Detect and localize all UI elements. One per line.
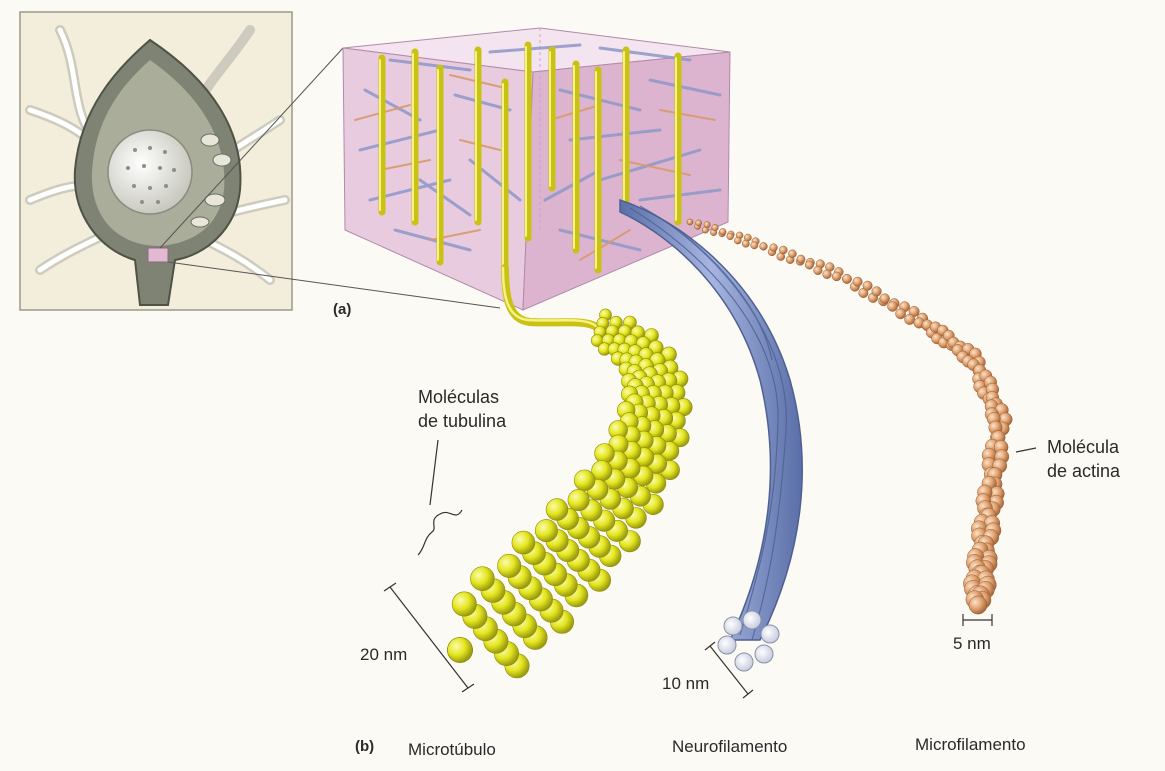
microtubule-stem (501, 264, 604, 334)
tubulin-bead (545, 498, 569, 521)
actin-bead (862, 280, 873, 291)
microtubule-name: Microtúbulo (408, 740, 496, 759)
panel-b-label: (b) (355, 738, 375, 755)
actin-bead (711, 224, 719, 232)
scale-bar-10nm (709, 645, 749, 695)
tubulin-molecules-label: Moléculas de tubulina (418, 385, 506, 433)
scale-marks (383, 439, 1037, 699)
tubulin-bead (534, 519, 558, 543)
tubulin-bead (573, 469, 596, 491)
tubulin-bead (567, 489, 590, 512)
actin-bead (769, 243, 778, 252)
cube-microtubule-rods (378, 41, 682, 274)
actin-bead (741, 239, 750, 248)
microfilament-actin-chain (686, 218, 1013, 615)
actin-bead (968, 595, 988, 615)
actin-bead (750, 241, 759, 250)
tubulin-bead (447, 637, 473, 663)
actin-bead (796, 254, 806, 264)
neurofilament-name: Neurofilamento (672, 737, 788, 756)
tubulin-label-line2: de tubulina (418, 411, 507, 431)
actin-bead (703, 221, 711, 229)
actin-bead (904, 313, 916, 325)
tubulin-label-line1: Moléculas (418, 387, 500, 407)
actin-bead (871, 286, 882, 297)
actin-pointer (1015, 447, 1037, 453)
tubulin-bead (594, 443, 615, 464)
actin-bead (734, 236, 742, 245)
actin-bead (813, 265, 823, 275)
actin-bead (686, 218, 694, 226)
actin-bead (726, 232, 734, 241)
actin-bead (719, 228, 727, 236)
actin-molecule-label: Molécula de actina (1047, 435, 1120, 483)
scale-label-20nm: 20 nm (360, 645, 408, 664)
actin-bead (842, 273, 852, 284)
tubulin-bead (451, 591, 477, 617)
zoom-lines (159, 47, 501, 309)
neuron-inset (19, 11, 293, 311)
scale-label-10nm: 10 nm (662, 674, 710, 693)
neurofilament-cross-section (717, 610, 780, 672)
actin-bead (895, 308, 906, 320)
tubulin-bead (497, 553, 522, 578)
scale-bar-20nm (389, 586, 469, 689)
actin-bead (852, 276, 863, 287)
tubulin-bead (511, 530, 536, 555)
inset-highlight (147, 247, 169, 263)
microtubule-tubulin-cylinder (447, 308, 693, 679)
actin-bead (788, 249, 797, 259)
cytoskeleton-cube (342, 27, 731, 311)
scale-label-5nm: 5 nm (953, 634, 991, 653)
actin-bead (879, 293, 890, 304)
actin-bead (831, 271, 842, 282)
actin-bead (887, 301, 898, 312)
actin-label-line2: de actina (1047, 461, 1121, 481)
actin-bead (759, 242, 768, 251)
actin-label-line1: Molécula (1047, 437, 1120, 457)
neurofilament-strand (619, 198, 803, 672)
tubulin-brace (417, 509, 463, 556)
microfilament-name: Microfilamento (915, 735, 1026, 754)
actin-bead (779, 245, 788, 255)
actin-bead (804, 260, 814, 270)
panel-a-label: (a) (333, 301, 352, 318)
nucleus (107, 129, 193, 215)
actin-bead (822, 269, 832, 279)
tubulin-bead (470, 566, 495, 592)
actin-bead (695, 219, 703, 227)
